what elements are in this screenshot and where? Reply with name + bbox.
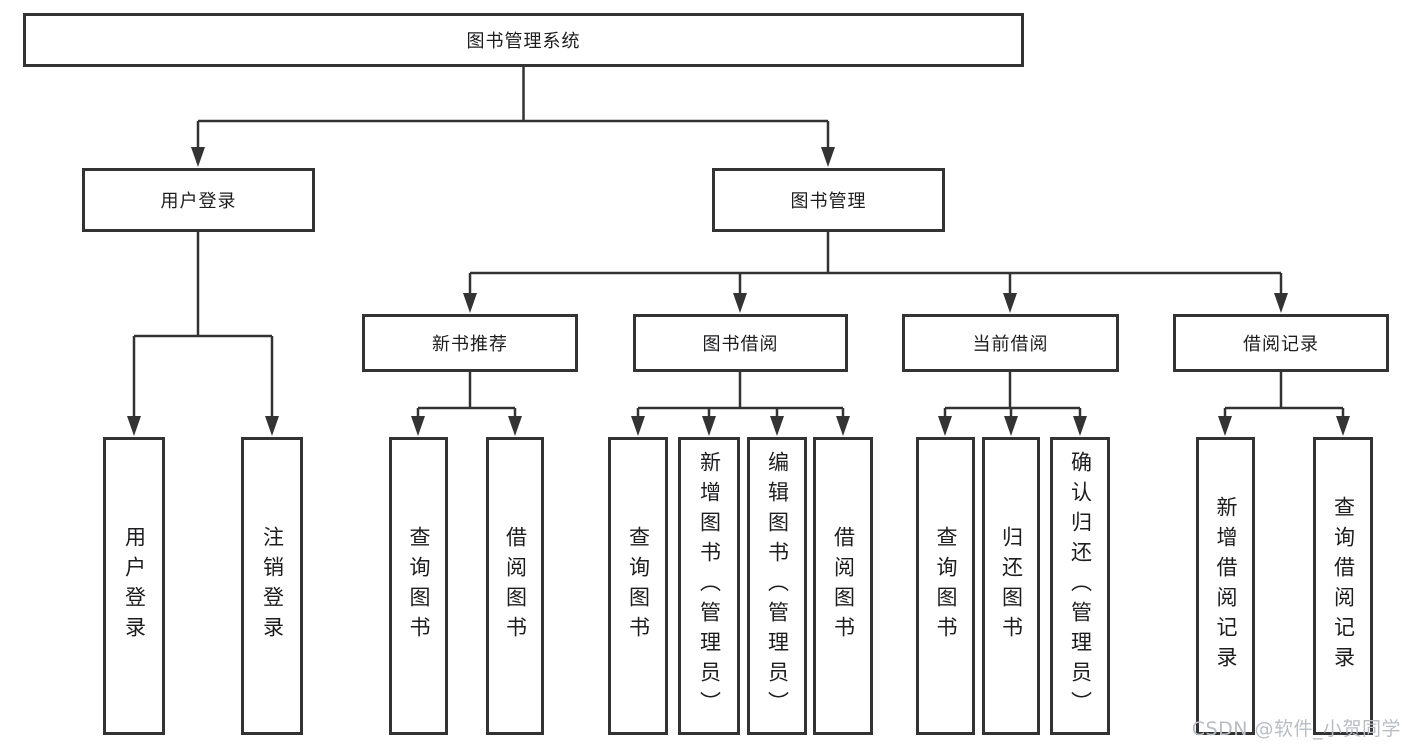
leaf-edit-books-admin: 编辑图书（管理员） [747,437,807,735]
leaf-return-books-label: 归还图书 [999,526,1024,646]
node-root-library-system: 图书管理系统 [23,13,1024,67]
edge-new-book-to-leaves [416,372,517,420]
leaf-add-borrow-record-label: 新增借阅记录 [1214,496,1238,676]
arrows-current-borrow-leaves [938,416,1087,436]
edge-root-to-level2 [196,67,830,150]
leaf-logout-label: 注销登录 [260,526,285,646]
leaf-add-books-admin-label: 新增图书（管理员） [697,451,722,721]
arrows-borrow-record-leaves [1218,416,1350,436]
leaf-confirm-return-admin: 确认归还（管理员） [1050,437,1110,735]
arrows-level3 [463,293,1288,313]
csdn-watermark: CSDN @软件_小贺同学 [1191,718,1401,740]
arrows-new-book-leaves [411,416,522,436]
leaf-query-borrow-record-label: 查询借阅记录 [1331,496,1356,676]
leaf-user-login-label: 用户登录 [122,526,147,646]
edge-book-manage-to-level3 [468,232,1283,297]
leaf-borrow-books-recommend: 借阅图书 [486,437,544,735]
edge-borrow-record-to-leaves [1223,372,1345,420]
leaf-add-books-admin: 新增图书（管理员） [678,437,740,735]
leaf-query-books-recommend: 查询图书 [389,437,448,735]
leaf-borrow-books-label: 借阅图书 [831,526,856,646]
node-book-management: 图书管理 [712,168,945,232]
edge-user-login-to-leaves [132,232,274,420]
node-user-login: 用户登录 [82,168,315,232]
node-new-book-recommend: 新书推荐 [362,314,578,372]
leaf-edit-books-admin-label: 编辑图书（管理员） [765,451,790,721]
node-borrowing-records: 借阅记录 [1173,314,1389,372]
edge-book-borrow-to-leaves [636,372,845,420]
leaf-confirm-return-admin-label: 确认归还（管理员） [1068,451,1093,721]
leaf-query-books-borrow: 查询图书 [608,437,668,735]
leaf-user-login: 用户登录 [103,437,165,735]
node-book-borrowing: 图书借阅 [633,314,848,372]
leaf-query-books-recommend-label: 查询图书 [407,526,431,646]
leaf-add-borrow-record: 新增借阅记录 [1196,437,1255,735]
arrows-user-login-leaves [127,416,279,436]
leaf-query-books-borrow-label: 查询图书 [626,526,651,646]
leaf-query-borrow-record: 查询借阅记录 [1313,437,1373,735]
leaf-logout: 注销登录 [241,437,303,735]
leaf-query-books-current-label: 查询图书 [934,526,958,646]
arrows-level2 [191,147,835,167]
leaf-borrow-books-recommend-label: 借阅图书 [503,526,528,646]
leaf-return-books: 归还图书 [982,437,1040,735]
leaf-query-books-current: 查询图书 [916,437,975,735]
edge-current-borrow-to-leaves [943,372,1082,420]
leaf-borrow-books: 借阅图书 [813,437,873,735]
arrows-book-borrow-leaves [631,416,850,436]
node-current-borrowing: 当前借阅 [902,314,1119,372]
